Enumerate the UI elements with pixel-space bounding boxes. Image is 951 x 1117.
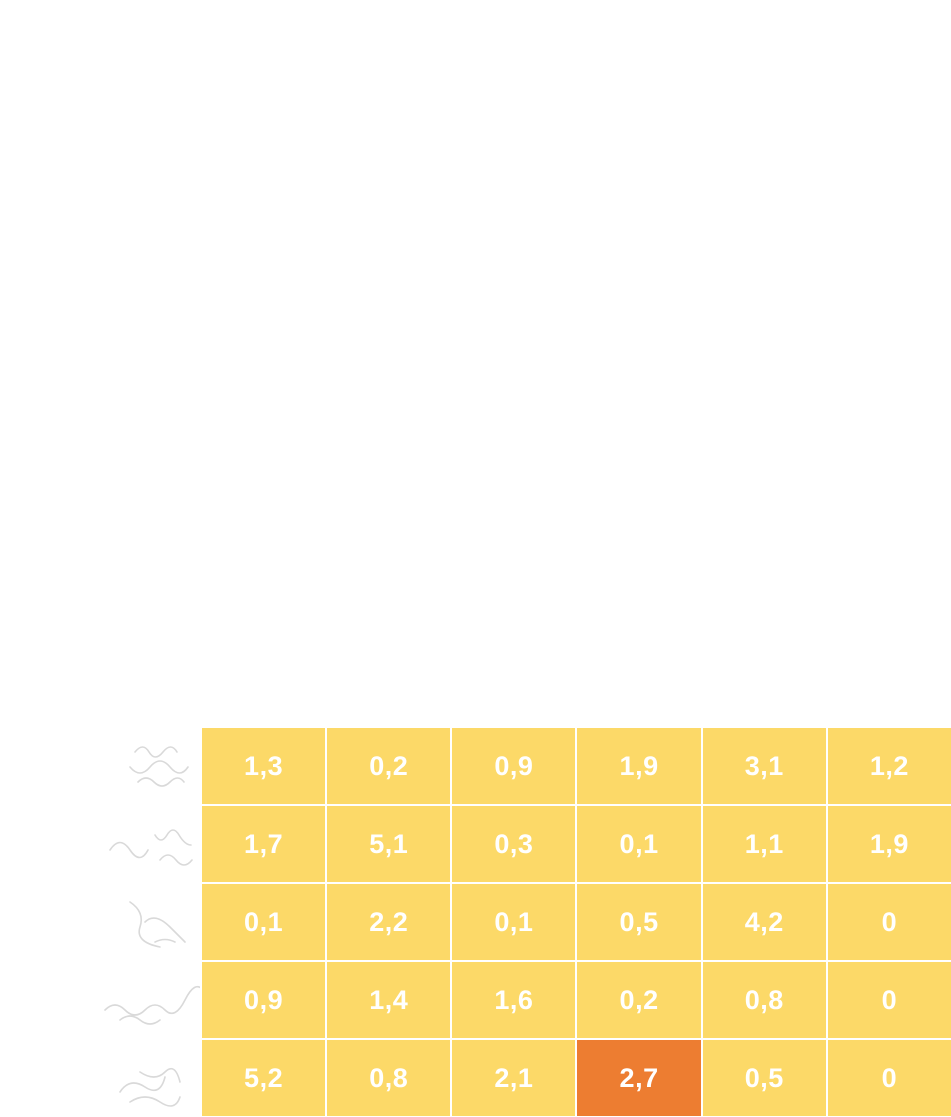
heatmap-cell-r4-c0: 5,2: [202, 1040, 326, 1116]
heatmap-cell-r0-c3: 1,9: [577, 728, 701, 804]
heatmap-cell-r2-c0: 0,1: [202, 884, 326, 960]
heatmap-cell-r1-c4: 1,1: [702, 806, 826, 882]
heatmap-cell-r2-c5: 0: [827, 884, 951, 960]
heatmap-cell-r1-c0: 1,7: [202, 806, 326, 882]
heatmap-cell-r0-c5: 1,2: [827, 728, 951, 804]
heatmap-cell-r0-c0: 1,3: [202, 728, 326, 804]
protein-structure-icon: [100, 887, 200, 957]
heatmap-cell-r1-c5: 1,9: [827, 806, 951, 882]
heatmap-cell-r3-c1: 1,4: [327, 962, 451, 1038]
heatmap-cell-r2-c4: 4,2: [702, 884, 826, 960]
heatmap-cell-r0-c4: 3,1: [702, 728, 826, 804]
heatmap-cell-r3-c3: 0,2: [577, 962, 701, 1038]
heatmap-cell-r1-c2: 0,3: [452, 806, 576, 882]
protein-structure-icon: [100, 1042, 200, 1112]
heatmap-cell-r4-c5: 0: [827, 1040, 951, 1116]
protein-structure-icon: [100, 732, 200, 802]
heatmap-cell-r2-c3: 0,5: [577, 884, 701, 960]
heatmap-cell-r3-c4: 0,8: [702, 962, 826, 1038]
heatmap-cell-r4-c3: 2,7: [577, 1040, 701, 1116]
heatmap-cell-r3-c2: 1,6: [452, 962, 576, 1038]
heatmap-cell-r3-c0: 0,9: [202, 962, 326, 1038]
heatmap-cell-r0-c2: 0,9: [452, 728, 576, 804]
protein-structure-icon: [100, 965, 204, 1035]
heatmap-cell-r4-c4: 0,5: [702, 1040, 826, 1116]
heatmap-cell-r4-c1: 0,8: [327, 1040, 451, 1116]
heatmap-cell-r2-c2: 0,1: [452, 884, 576, 960]
heatmap-cell-r2-c1: 2,2: [327, 884, 451, 960]
heatmap-cell-r3-c5: 0: [827, 962, 951, 1038]
protein-structure-icon: [100, 810, 200, 880]
heatmap-cell-r4-c2: 2,1: [452, 1040, 576, 1116]
heatmap-cell-r1-c1: 5,1: [327, 806, 451, 882]
heatmap-cell-r1-c3: 0,1: [577, 806, 701, 882]
heatmap-cell-r0-c1: 0,2: [327, 728, 451, 804]
